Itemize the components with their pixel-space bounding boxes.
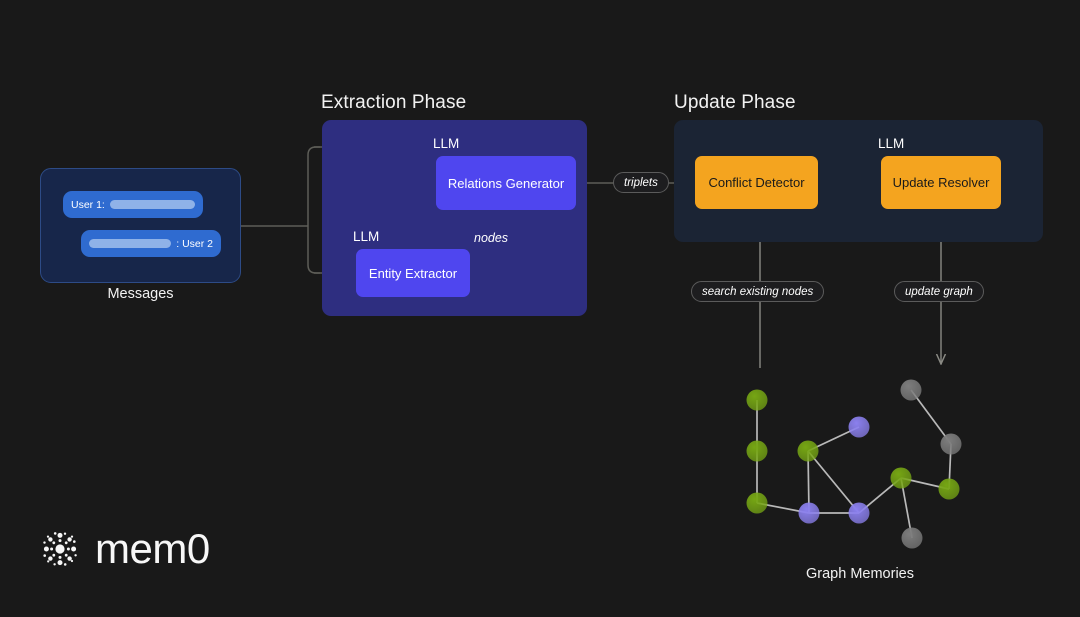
messages-card: User 1: : User 2 (40, 168, 241, 283)
graph-node-green[interactable] (746, 440, 768, 462)
message-text-placeholder-bar (89, 239, 172, 248)
message-text-placeholder-bar (109, 200, 195, 209)
graph-memories-svg (746, 379, 962, 549)
graph-node-gray[interactable] (901, 527, 923, 549)
extraction-phase-title: Extraction Phase (321, 92, 467, 113)
message-bubble-user1: User 1: (63, 191, 203, 218)
llm-label-update-resolver: LLM (878, 136, 905, 151)
graph-node-green[interactable] (938, 478, 960, 500)
conflict-detector-box[interactable]: Conflict Detector (695, 156, 818, 209)
graph-node-purple[interactable] (848, 502, 870, 524)
graph-node-green[interactable] (797, 440, 819, 462)
entity-extractor-box[interactable]: Entity Extractor (356, 249, 470, 297)
graph-node-green[interactable] (746, 492, 768, 514)
llm-label-entity-extractor: LLM (353, 229, 380, 244)
search-existing-nodes-pill: search existing nodes (691, 281, 825, 302)
message-sender-label: User 1: (71, 198, 105, 211)
graph-node-gray[interactable] (940, 433, 962, 455)
llm-label-relations-generator: LLM (433, 136, 460, 151)
messages-caption: Messages (107, 286, 174, 302)
dotted-circle-icon (43, 532, 77, 566)
message-bubble-user2: : User 2 (81, 230, 221, 257)
graph-node-purple[interactable] (798, 502, 820, 524)
message-sender-label: : User 2 (176, 237, 213, 250)
graph-node-green[interactable] (890, 467, 912, 489)
update-phase-title: Update Phase (674, 92, 796, 113)
update-graph-pill: update graph (894, 281, 984, 302)
triplets-pill: triplets (613, 172, 669, 193)
graph-edge (807, 450, 860, 514)
graph-node-gray[interactable] (900, 379, 922, 401)
graph-memories-caption: Graph Memories (806, 566, 914, 582)
update-resolver-box[interactable]: Update Resolver (881, 156, 1001, 209)
graph-edge (910, 389, 952, 445)
graph-memories-visual (735, 378, 985, 553)
brand-wordmark: mem0 (95, 525, 210, 572)
nodes-edge-label: nodes (474, 231, 509, 245)
graph-node-purple[interactable] (848, 416, 870, 438)
graph-node-green[interactable] (746, 389, 768, 411)
brand-logo: mem0 (38, 527, 210, 571)
relations-generator-box[interactable]: Relations Generator (436, 156, 576, 210)
